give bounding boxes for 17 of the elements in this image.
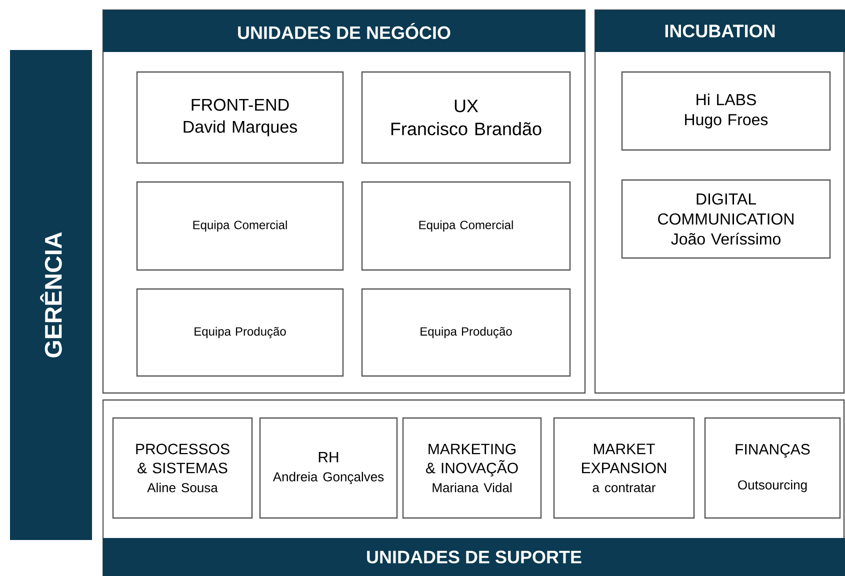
unit-box: Equipa Comercial [361, 181, 571, 271]
unit-box: Hi LABS Hugo Froes [621, 71, 831, 151]
side-band: GERÊNCIA [10, 50, 92, 540]
unit-box: Equipa Comercial [136, 181, 344, 271]
unit-box: UX Francisco Brandão [361, 71, 571, 164]
unit-box: DIGITAL COMMUNICATION João Veríssimo [621, 179, 831, 259]
unit-box: MARKET EXPANSION a contratar [553, 417, 695, 519]
unit-box: Equipa Produção [136, 288, 344, 377]
unit-box: FINANÇAS Outsourcing [704, 417, 841, 519]
panel-heading: UNIDADES DE SUPORTE [367, 550, 582, 564]
unit-box: Equipa Produção [361, 288, 571, 377]
panel-heading: UNIDADES DE NEGÓCIO [238, 22, 450, 40]
unit-box: FRONT-END David Marques [136, 71, 344, 164]
unit-box: MARKETING & INOVAÇÃO Mariana Vidal [402, 417, 542, 519]
unit-box: RH Andreia Gonçalves [259, 417, 398, 519]
unit-box: PROCESSOS & SISTEMAS Aline Sousa [112, 417, 253, 519]
panel-heading: INCUBATION [665, 24, 775, 38]
